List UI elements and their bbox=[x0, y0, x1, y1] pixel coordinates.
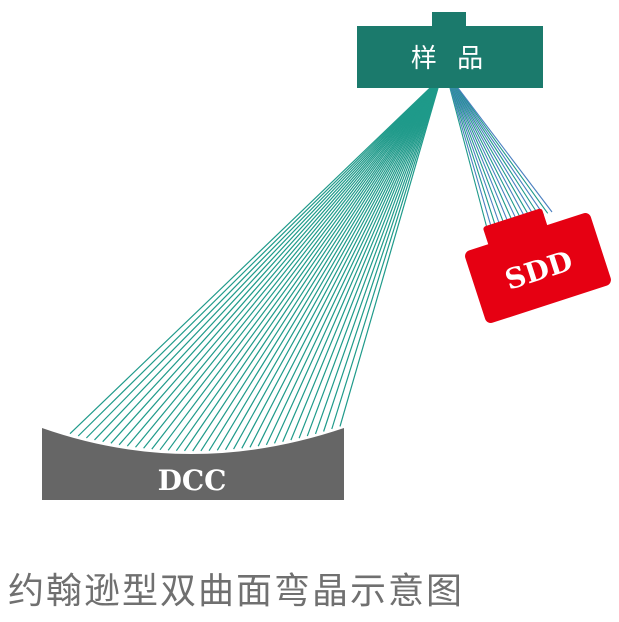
sample-block-tab bbox=[432, 12, 466, 28]
sdd-detector-head bbox=[483, 208, 548, 248]
dcc-ray bbox=[135, 87, 433, 448]
sdd-ray bbox=[457, 87, 553, 213]
dcc-ray bbox=[290, 87, 438, 441]
dcc-ray bbox=[69, 87, 431, 435]
dcc-ray bbox=[241, 87, 436, 449]
dcc-ray bbox=[339, 87, 439, 427]
sample-block: 样 品 bbox=[357, 12, 543, 88]
dcc-label: DCC bbox=[158, 464, 227, 497]
sdd-ray bbox=[453, 87, 523, 222]
dcc-ray bbox=[167, 87, 434, 451]
dcc-ray bbox=[257, 87, 437, 447]
sdd-ray bbox=[454, 87, 527, 221]
dcc-ray bbox=[126, 87, 433, 447]
dcc-ray bbox=[306, 87, 438, 437]
dcc-ray bbox=[118, 87, 432, 446]
sdd-ray bbox=[449, 87, 493, 231]
dcc-ray bbox=[159, 87, 434, 451]
dcc-ray bbox=[143, 87, 433, 449]
sdd-detector: SDD bbox=[465, 208, 611, 323]
sdd-ray bbox=[455, 87, 536, 218]
dcc-ray bbox=[151, 87, 433, 450]
dcc-ray bbox=[233, 87, 436, 450]
dcc-ray bbox=[85, 87, 431, 439]
sdd-ray bbox=[452, 87, 515, 225]
sdd-ray bbox=[452, 87, 510, 226]
dcc-ray bbox=[77, 87, 431, 437]
dcc-ray bbox=[216, 87, 435, 451]
dcc-ray bbox=[273, 87, 437, 444]
dcc-ray bbox=[282, 87, 437, 443]
sdd-ray bbox=[456, 87, 544, 216]
dcc-ray bbox=[175, 87, 434, 452]
sample-label: 样 品 bbox=[411, 44, 489, 74]
sample-block-body bbox=[357, 26, 543, 88]
sdd-ray bbox=[457, 87, 549, 214]
dcc-ray bbox=[314, 87, 438, 435]
dcc-ray bbox=[265, 87, 437, 446]
dcc-ray bbox=[208, 87, 435, 452]
sdd-ray bbox=[453, 87, 519, 223]
dcc-ray bbox=[298, 87, 438, 439]
dcc-crystal-body bbox=[42, 428, 344, 500]
dcc-ray bbox=[224, 87, 436, 451]
dcc-ray bbox=[323, 87, 439, 432]
dcc-ray bbox=[192, 87, 435, 452]
dcc-ray bbox=[94, 87, 432, 441]
sdd-detector-body bbox=[465, 213, 611, 323]
sdd-ray bbox=[451, 87, 506, 227]
dcc-ray bbox=[249, 87, 436, 448]
dcc-ray bbox=[102, 87, 432, 443]
dcc-ray bbox=[110, 87, 432, 444]
sdd-ray bbox=[449, 87, 489, 233]
dcc-ray bbox=[184, 87, 434, 452]
dcc-ray bbox=[331, 87, 439, 430]
sdd-ray bbox=[454, 87, 532, 219]
sdd-ray bbox=[451, 87, 502, 229]
sdd-ray-fan bbox=[449, 87, 553, 233]
sdd-ray bbox=[450, 87, 498, 230]
dcc-crystal: DCC bbox=[42, 428, 344, 500]
sdd-ray bbox=[455, 87, 540, 217]
dcc-ray-fan bbox=[69, 87, 439, 452]
caption: 约翰逊型双曲面弯晶示意图 bbox=[8, 571, 465, 612]
dcc-ray bbox=[200, 87, 435, 452]
